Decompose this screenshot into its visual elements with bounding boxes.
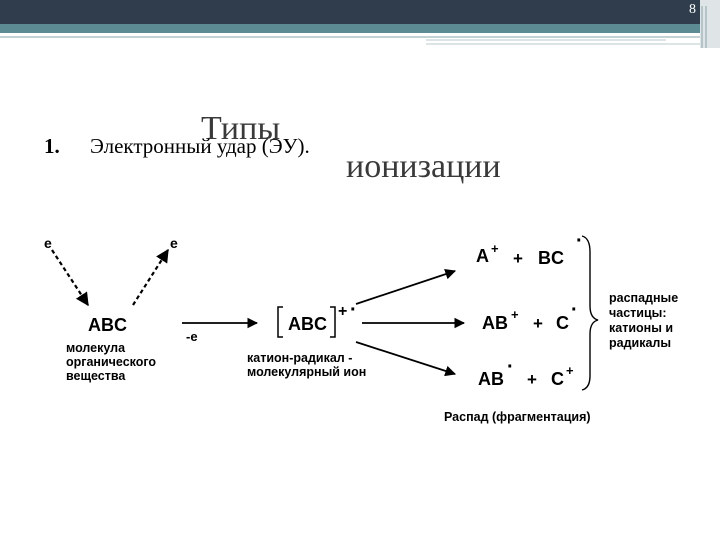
product-2-a-charge: + bbox=[511, 307, 519, 322]
product-3-b-charge: + bbox=[566, 363, 574, 378]
product-2-a: AB bbox=[482, 313, 508, 333]
product-2-plus: + bbox=[533, 314, 543, 333]
slide-corner-panel bbox=[700, 0, 720, 48]
fragments-caption-1: распадные bbox=[609, 291, 678, 305]
ion-radical-dot: · bbox=[350, 299, 357, 321]
electron-arrow-out bbox=[132, 248, 169, 306]
list-item-text: Электронный удар (ЭУ). bbox=[90, 134, 310, 158]
molecule-formula: ABC bbox=[88, 315, 127, 335]
product-3-b: C bbox=[551, 369, 564, 389]
slide-top-band bbox=[0, 24, 720, 33]
electron-arrow-in bbox=[51, 249, 89, 307]
ion-bracket-left bbox=[277, 306, 283, 338]
decay-label: Распад (фрагментация) bbox=[444, 410, 591, 424]
product-1-b-dot: · bbox=[576, 230, 583, 252]
electron-right-label: e bbox=[170, 235, 178, 251]
slide-top-bar bbox=[0, 0, 720, 24]
product-1-a: A bbox=[476, 246, 489, 266]
title-word-1: Типы bbox=[201, 110, 281, 147]
fragments-caption-2: частицы: bbox=[609, 306, 667, 320]
product-1-b: BC bbox=[538, 248, 564, 268]
ion-formula: ABC bbox=[288, 314, 327, 334]
list-item-number: 1. bbox=[44, 134, 60, 158]
product-3-a: AB bbox=[478, 369, 504, 389]
molecule-caption-3: вещества bbox=[66, 369, 126, 383]
fragments-caption-4: радикалы bbox=[609, 336, 671, 350]
product-1-a-charge: + bbox=[491, 241, 499, 256]
products-brace bbox=[581, 235, 599, 391]
ion-caption-1: катион-радикал - bbox=[247, 351, 352, 365]
product-1-plus: + bbox=[513, 249, 523, 268]
electron-left-label: e bbox=[44, 235, 52, 251]
product-2-b-dot: · bbox=[571, 299, 578, 321]
product-2-b: C bbox=[556, 313, 569, 333]
fragment-arrow-1 bbox=[355, 268, 457, 305]
fragments-caption-3: катионы и bbox=[609, 321, 673, 335]
ion-charge: + bbox=[338, 303, 347, 320]
fragment-arrow-3 bbox=[355, 341, 457, 377]
header-decoration bbox=[0, 6, 707, 48]
slide-number: 8 bbox=[689, 2, 696, 17]
ion-bracket-right bbox=[330, 306, 336, 338]
product-3-plus: + bbox=[527, 370, 537, 389]
slide-title: Типы ионизации bbox=[0, 72, 720, 186]
ion-caption-2: молекулярный ион bbox=[247, 365, 366, 379]
molecule-caption-2: органического bbox=[66, 355, 156, 369]
molecule-caption-1: молекула bbox=[66, 341, 126, 355]
product-3-a-dot: · bbox=[507, 356, 514, 378]
lost-electron-label: -e bbox=[186, 329, 198, 344]
title-word-2: ионизации bbox=[346, 148, 501, 185]
